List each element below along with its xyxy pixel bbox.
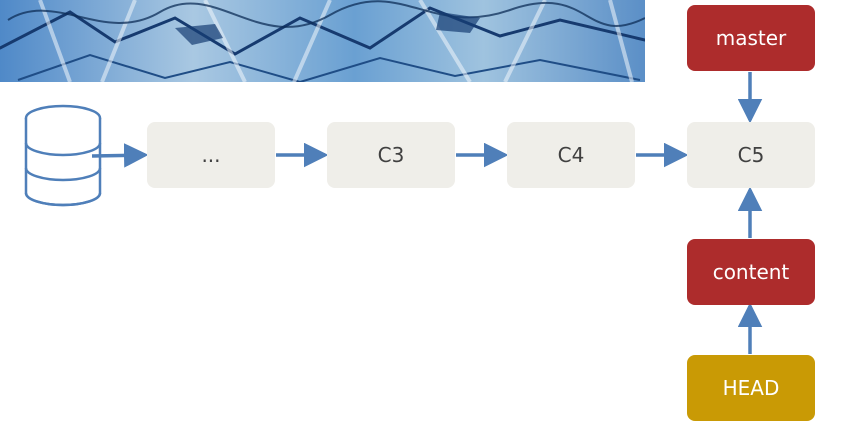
commit-ellipsis: ... <box>147 122 275 188</box>
commit-c5: C5 <box>687 122 815 188</box>
sketch-drawing <box>0 0 645 82</box>
database-icon <box>24 104 102 207</box>
arrow-repo-to-ellipsis <box>91 143 149 168</box>
banner-sketch-image <box>0 0 645 82</box>
branch-master: master <box>687 5 815 71</box>
commit-c3: C3 <box>327 122 455 188</box>
head-pointer: HEAD <box>687 355 815 421</box>
commit-c4: C4 <box>507 122 635 188</box>
branch-content: content <box>687 239 815 305</box>
